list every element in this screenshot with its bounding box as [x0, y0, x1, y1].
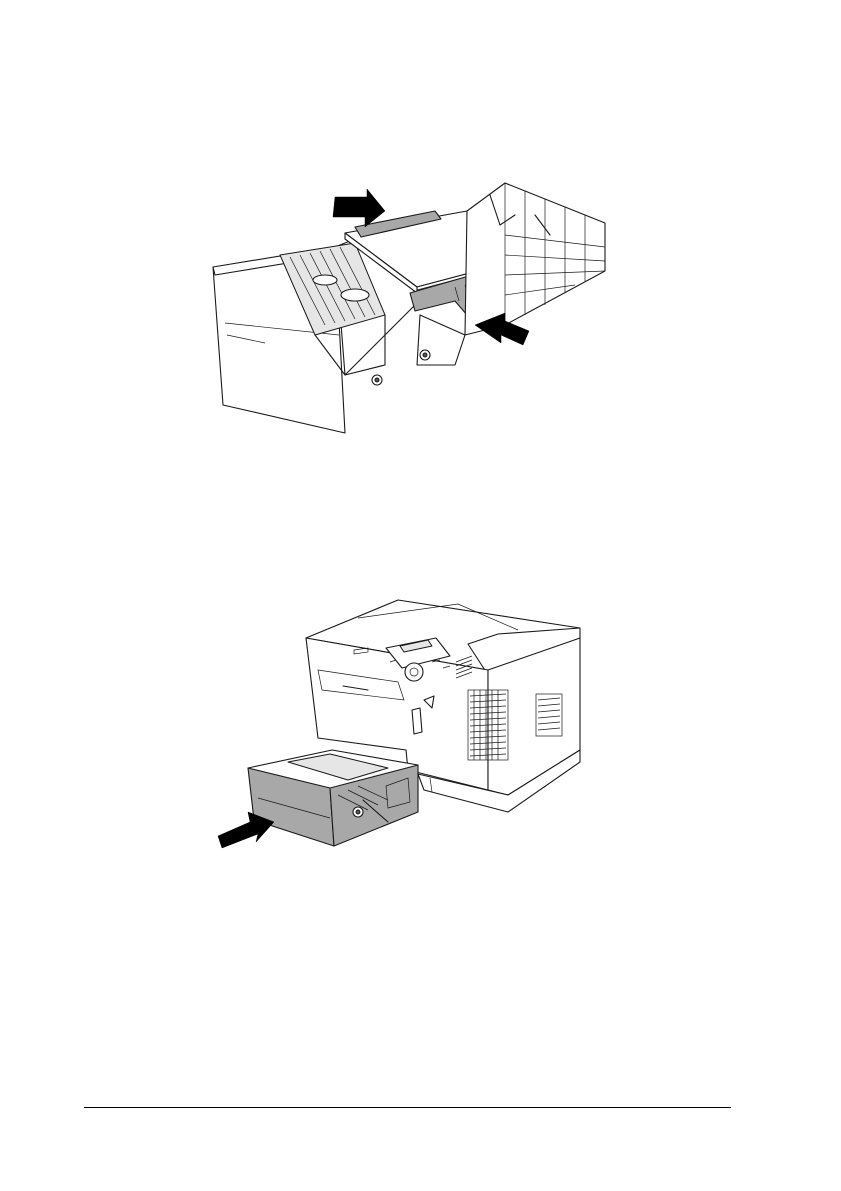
- paper-tray: [248, 750, 418, 846]
- footer-divider: [84, 1107, 731, 1108]
- paper-tray-drawing: [205, 175, 615, 440]
- printer-illustration: [218, 590, 588, 870]
- paper-tray-illustration: [205, 175, 615, 440]
- control-dial: [405, 663, 423, 681]
- arrow-right-icon: [333, 189, 385, 227]
- printer-drawing: [218, 590, 588, 870]
- cover-latch: [412, 708, 422, 734]
